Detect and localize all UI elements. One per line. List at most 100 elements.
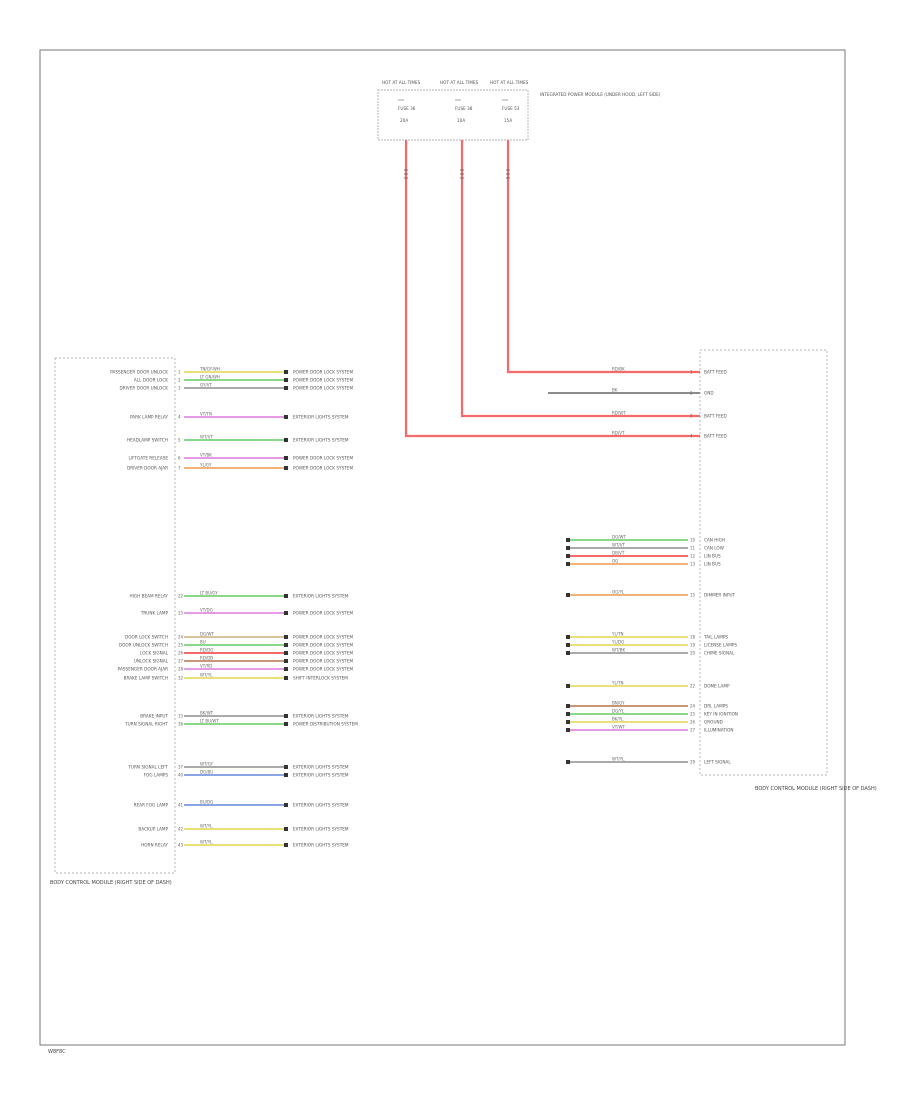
left-row-pin: 4 [178,415,181,420]
right-row-connector [566,712,570,716]
right-row-connector [566,643,570,647]
fuse-36: HOT AT ALL TIMES FUSE 36 20A [382,80,421,123]
left-row-connector [284,611,288,615]
right-row-function-label: GND [704,391,714,396]
left-row-destination: POWER DOOR LOCK SYSTEM [293,611,353,616]
left-row-connector [284,635,288,639]
left-row-destination: EXTERIOR LIGHTS SYSTEM [293,803,349,808]
fuse-38-amp: 10A [457,118,465,123]
left-row-function-label: HIGH BEAM RELAY [129,594,168,599]
left-row-connector [284,386,288,390]
left-row-wire-color: WT/YL [200,840,213,845]
footer-code: W8F8C [48,1049,66,1055]
right-row-connector [566,760,570,764]
left-row-wire-color: DG/BU [200,770,213,775]
left-row-wire-color: VT/DG [200,608,213,613]
left-row-destination: POWER DOOR LOCK SYSTEM [293,659,353,664]
left-row-pin: 2 [178,378,181,383]
left-row-pin: 41 [178,803,184,808]
left-row-connector [284,466,288,470]
fuse-36-name: FUSE 36 [398,106,416,111]
right-row-wire-color: BK/YL [612,717,624,722]
left-row-wire-color: WT/YL [200,673,213,678]
left-row-pin: 7 [178,466,181,471]
left-row-function-label: DRIVER DOOR UNLOCK [119,386,168,391]
right-row-function-label: BATT FEED [704,370,727,375]
right-row-function-label: TAIL LAMPS [703,635,728,640]
left-row-pin: 3 [178,386,181,391]
left-row-wire-color: VT/TN [200,412,212,417]
left-row-pin: 5 [178,438,181,443]
left-row-connector [284,803,288,807]
right-row-connector [566,554,570,558]
left-row-function-label: DRIVER DOOR AJAR [127,466,168,471]
left-row-destination: POWER DOOR LOCK SYSTEM [293,456,353,461]
right-row-wire-color: DG/YL [612,709,625,714]
left-row-function-label: BRAKE LAMP SWITCH [124,676,168,681]
left-row-connector [284,676,288,680]
right-row-connector [566,635,570,639]
right-row-pin: 24 [690,704,696,709]
fuse-53: HOT AT ALL TIMES FUSE 53 15A [490,80,529,123]
left-row-wire-color: LT BU/WT [200,719,219,724]
left-module-label: BODY CONTROL MODULE (RIGHT SIDE OF DASH) [50,880,172,886]
left-row-function-label: DOOR UNLOCK SWITCH [119,643,168,648]
right-row-wire-color: WT/BK [612,648,625,653]
right-row-wire-color: OG/YL [612,590,625,595]
left-row-wire-color: WT/YL [200,824,213,829]
right-row-connector [566,546,570,550]
left-row-function-label: UNLOCK SIGNAL [134,659,169,664]
right-row-function-label: BATT FEED [704,414,727,419]
left-row-pin: 26 [178,651,184,656]
fuse-53-top-label: HOT AT ALL TIMES [490,80,529,85]
left-row-destination: POWER DOOR LOCK SYSTEM [293,643,353,648]
right-row-wire-color: VT/WT [612,725,625,730]
fuse-38-name: FUSE 38 [455,106,473,111]
left-row-destination: POWER DOOR LOCK SYSTEM [293,370,353,375]
left-row-connector [284,827,288,831]
fuse-box-label: INTEGRATED POWER MODULE (UNDER HOOD, LEF… [540,92,661,97]
left-row-connector [284,667,288,671]
left-row-function-label: BACKUP LAMP [138,827,168,832]
left-row-destination: POWER DOOR LOCK SYSTEM [293,635,353,640]
left-row-destination: POWER DOOR LOCK SYSTEM [293,378,353,383]
left-row-destination: EXTERIOR LIGHTS SYSTEM [293,773,349,778]
right-row-wire-color: RD/WT [612,411,626,416]
right-module: BODY CONTROL MODULE (RIGHT SIDE OF DASH) [699,349,877,792]
left-row-destination: EXTERIOR LIGHTS SYSTEM [293,594,349,599]
right-row-connector [566,538,570,542]
left-row-function-label: PARK LAMP RELAY [130,415,168,420]
left-row-connector [284,843,288,847]
left-row-pin: 42 [178,827,184,832]
left-row-wire-color: RD/DB [200,656,213,661]
left-row-function-label: FOG LAMPS [144,773,169,778]
right-module-label: BODY CONTROL MODULE (RIGHT SIDE OF DASH) [755,786,877,792]
left-row-destination: POWER DOOR LOCK SYSTEM [293,466,353,471]
right-row-function-label: LIN BUS [704,562,721,567]
right-row-connector [566,684,570,688]
left-row-pin: 6 [178,456,181,461]
left-row-pin: 43 [178,843,184,848]
right-row-function-label: ILLUMINATION [704,728,734,733]
right-row-pin: 27 [690,728,696,733]
right-row-function-label: CAN HIGH [704,538,725,543]
